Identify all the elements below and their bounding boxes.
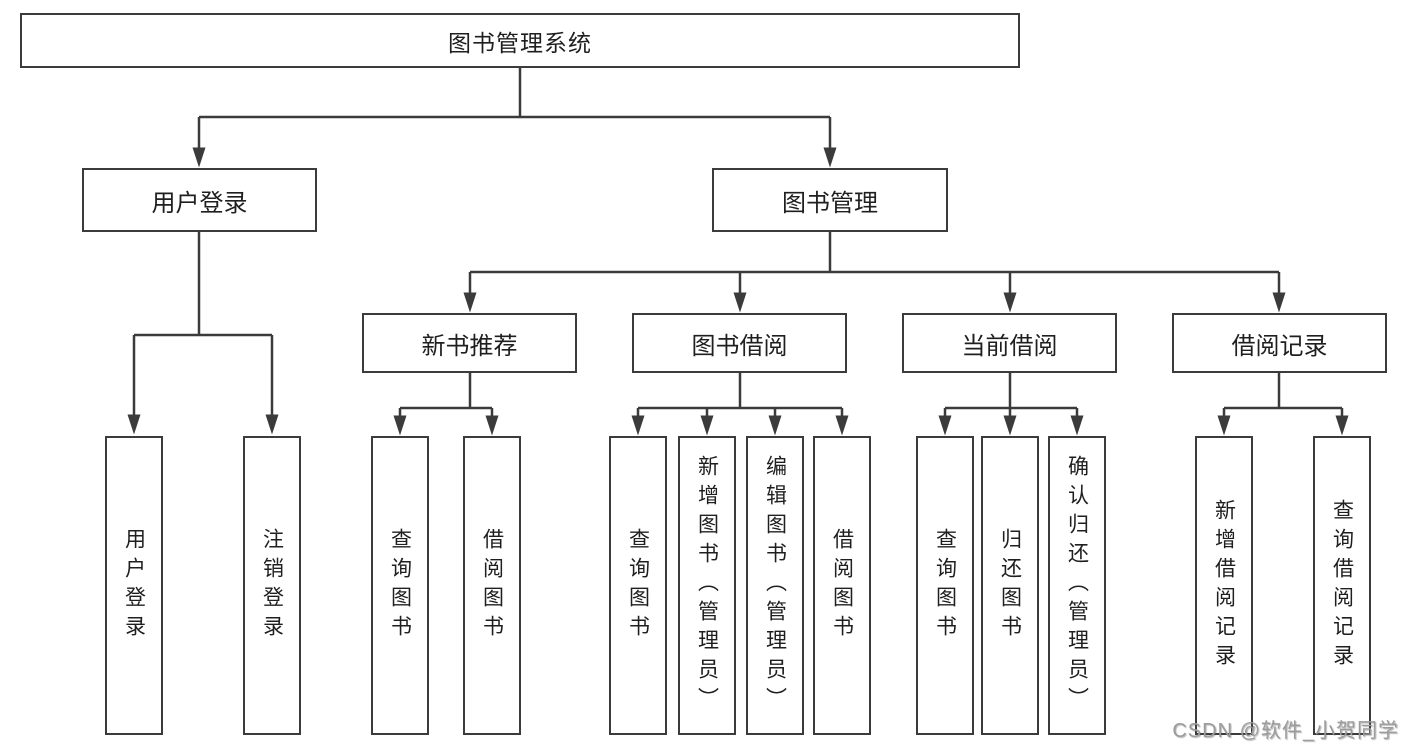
- leaf-borrow-books: 借阅图书: [813, 436, 871, 735]
- leaf-add-borrow-record-label: 新增借阅记录: [1212, 498, 1236, 673]
- leaf-query-books-recommend: 查询图书: [371, 436, 429, 735]
- leaf-logout-login: 注销登录: [243, 436, 301, 735]
- leaf-query-books-current: 查询图书: [916, 436, 974, 735]
- leaf-user-login: 用户登录: [105, 436, 163, 735]
- leaf-query-books-borrowing: 查询图书: [609, 436, 667, 735]
- leaf-return-books-label: 归还图书: [998, 527, 1022, 644]
- leaf-add-books-admin-label: 新增图书（管理员）: [695, 455, 719, 716]
- leaf-borrow-books-label: 借阅图书: [830, 527, 854, 644]
- watermark: CSDN @软件_小贺同学: [1172, 720, 1399, 742]
- leaf-add-borrow-record: 新增借阅记录: [1195, 436, 1253, 735]
- leaf-query-borrow-record: 查询借阅记录: [1313, 436, 1371, 735]
- leaf-edit-books-admin: 编辑图书（管理员）: [746, 436, 804, 735]
- leaf-logout-login-label: 注销登录: [260, 527, 284, 644]
- node-current-borrowing: 当前借阅: [902, 313, 1117, 373]
- leaf-query-books-current-label: 查询图书: [933, 527, 957, 644]
- node-borrowing-records: 借阅记录: [1172, 313, 1387, 373]
- leaf-query-books-borrowing-label: 查询图书: [626, 527, 650, 644]
- leaf-add-books-admin: 新增图书（管理员）: [678, 436, 736, 735]
- node-book-borrowing: 图书借阅: [632, 313, 847, 373]
- leaf-return-books: 归还图书: [981, 436, 1039, 735]
- node-user-login: 用户登录: [82, 168, 317, 232]
- leaf-edit-books-admin-label: 编辑图书（管理员）: [763, 455, 787, 716]
- leaf-confirm-return-admin: 确认归还（管理员）: [1048, 436, 1106, 735]
- leaf-confirm-return-admin-label: 确认归还（管理员）: [1065, 455, 1089, 716]
- leaf-query-borrow-record-label: 查询借阅记录: [1330, 498, 1354, 673]
- node-library-management-system: 图书管理系统: [20, 13, 1020, 68]
- leaf-borrow-books-recommend-label: 借阅图书: [480, 527, 504, 644]
- leaf-query-books-recommend-label: 查询图书: [388, 527, 412, 644]
- leaf-borrow-books-recommend: 借阅图书: [463, 436, 521, 735]
- node-book-management: 图书管理: [712, 168, 948, 232]
- node-new-book-recommendation: 新书推荐: [362, 313, 577, 373]
- leaf-user-login-label: 用户登录: [122, 527, 146, 644]
